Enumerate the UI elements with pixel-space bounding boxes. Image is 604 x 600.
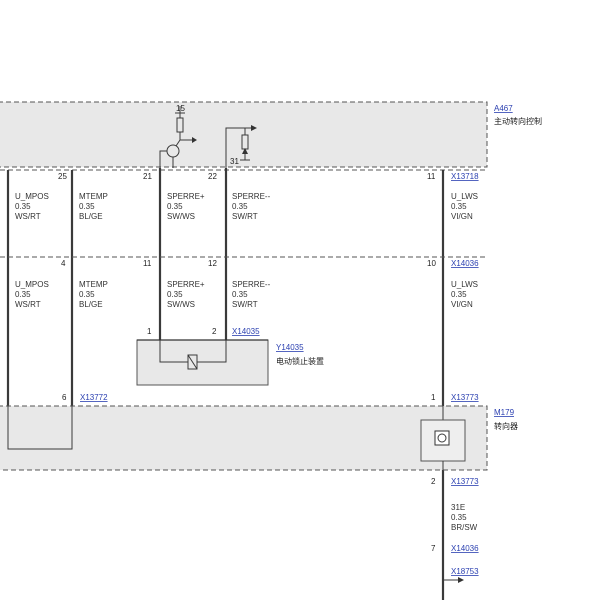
wire-color: SW/RT [232, 300, 258, 309]
wire-name: SPERRE+ [167, 192, 205, 201]
wire-size: 0.35 [167, 202, 183, 211]
wire-size: 0.35 [451, 513, 467, 522]
wire-size: 0.35 [15, 290, 31, 299]
pin-1-label: 1 [431, 393, 436, 402]
wire-name: U_LWS [451, 192, 478, 201]
x14035-link[interactable]: X14035 [232, 327, 260, 336]
wire-color: SW/WS [167, 212, 195, 221]
y14035-pin-2-label: 2 [212, 327, 217, 336]
wire-name: MTEMP [79, 192, 108, 201]
pin-7-label: 7 [431, 544, 436, 553]
x13718-link[interactable]: X13718 [451, 172, 479, 181]
pin-12-label: 12 [208, 259, 217, 268]
a467-name: 主动转向控制 [494, 116, 542, 126]
pin-11-label: 11 [143, 259, 152, 268]
y14035-name: 电动锁止装置 [276, 356, 324, 366]
wire-color: SW/RT [232, 212, 258, 221]
pin-4-label: 4 [61, 259, 66, 268]
pin-11-label: 11 [427, 172, 436, 181]
wire-size: 0.35 [167, 290, 183, 299]
wire-size: 0.35 [232, 290, 248, 299]
wire-name: U_LWS [451, 280, 478, 289]
m179-name: 转向器 [494, 421, 518, 431]
wire-name: MTEMP [79, 280, 108, 289]
y14035-id-link[interactable]: Y14035 [276, 343, 304, 352]
wire-name: SPERRE+ [167, 280, 205, 289]
m179-id-link[interactable]: M179 [494, 408, 515, 417]
wires [6, 168, 445, 600]
pin-22-label: 22 [208, 172, 217, 181]
wire-size: 0.35 [451, 202, 467, 211]
wire-name: 31E [451, 503, 465, 512]
y14035-lock-device [136, 339, 269, 386]
wire-name: SPERRE-- [232, 192, 271, 201]
wire-name: SPERRE-- [232, 280, 271, 289]
x14036-bottom-link[interactable]: X14036 [451, 544, 479, 553]
x18753-link[interactable]: X18753 [451, 567, 479, 576]
wire-color: SW/WS [167, 300, 195, 309]
wire-size: 0.35 [232, 202, 248, 211]
y14035-pin-1-label: 1 [147, 327, 152, 336]
wire-labels-row2: U_MPOS 0.35 WS/RT MTEMP 0.35 BL/GE SPERR… [15, 280, 478, 309]
wire-color: BL/GE [79, 300, 103, 309]
wire-size: 0.35 [79, 290, 95, 299]
wire-color: BR/SW [451, 523, 478, 532]
wire-size: 0.35 [15, 202, 31, 211]
a467-id-link[interactable]: A467 [494, 104, 513, 113]
x18753-ground-arrow [443, 577, 464, 583]
wire-color: WS/RT [15, 212, 41, 221]
pin-2-label: 2 [431, 477, 436, 486]
pin-31-label: 31 [230, 157, 239, 166]
a467-internal-circuit [159, 106, 257, 168]
wire-color: WS/RT [15, 300, 41, 309]
wire-name: U_MPOS [15, 192, 49, 201]
pin-21-label: 21 [143, 172, 152, 181]
x14036-link[interactable]: X14036 [451, 259, 479, 268]
wire-color: BL/GE [79, 212, 103, 221]
x13772-link[interactable]: X13772 [80, 393, 108, 402]
x13773-bottom-link[interactable]: X13773 [451, 477, 479, 486]
pin-10-label: 10 [427, 259, 436, 268]
pin-25-label: 25 [58, 172, 67, 181]
wire-size: 0.35 [79, 202, 95, 211]
wire-color: VI/GN [451, 212, 473, 221]
wire-size: 0.35 [451, 290, 467, 299]
wire-color: VI/GN [451, 300, 473, 309]
pin-6-label: 6 [62, 393, 67, 402]
pin-15-label: 15 [176, 104, 185, 113]
wire-labels-row1: U_MPOS 0.35 WS/RT MTEMP 0.35 BL/GE SPERR… [15, 192, 478, 221]
m179-steering-gear [0, 405, 488, 471]
x13773-link[interactable]: X13773 [451, 393, 479, 402]
wire-name: U_MPOS [15, 280, 49, 289]
